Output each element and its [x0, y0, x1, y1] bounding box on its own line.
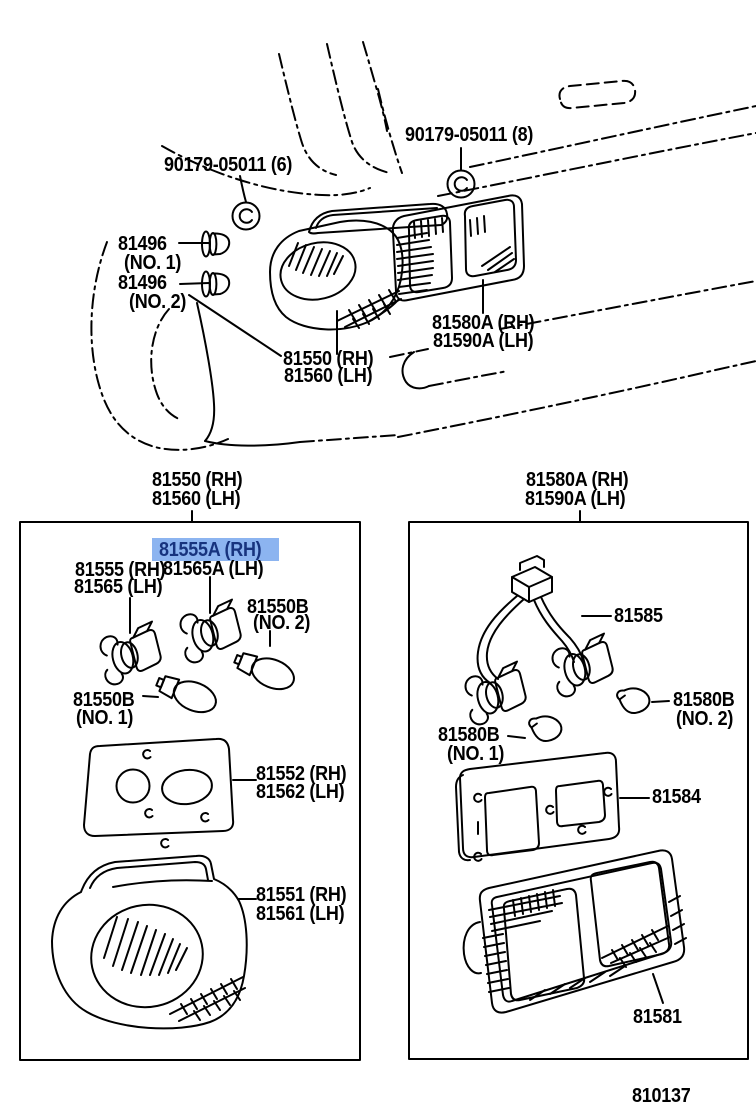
label-81562-lh[interactable]: 81562 (LH) [256, 781, 345, 803]
trunk-corner-line [196, 302, 430, 447]
wire-harness-81585-drawing [459, 555, 618, 728]
label-lamp-left-lh[interactable]: 81560 (LH) [284, 365, 373, 387]
label-screw-left[interactable]: 90179-05011 (6) [164, 154, 293, 176]
label-lamp-left-rh[interactable]: 81550 (RH) [283, 348, 374, 370]
gasket-81552-drawing [83, 737, 235, 849]
bulb-socket-icon [94, 598, 246, 688]
label-81565a-lh[interactable]: 81565A (LH) [163, 558, 264, 580]
bulb-icon [527, 684, 653, 745]
label-81550b-no2-part[interactable]: 81550B [247, 596, 309, 618]
car-body-outline [90, 41, 756, 451]
label-right-box-header-rh[interactable]: 81580A (RH) [526, 469, 629, 491]
label-lamp-right-rh[interactable]: 81580A (RH) [432, 312, 535, 334]
label-clip2-part[interactable]: 81496 [118, 272, 167, 294]
lens-81581-drawing [462, 849, 687, 1014]
label-81561-lh[interactable]: 81561 (LH) [256, 903, 345, 925]
label-81550b-no2-no: (NO. 2) [253, 612, 311, 634]
label-81580b-no1-part[interactable]: 81580B [438, 724, 500, 746]
label-left-box-header-rh[interactable]: 81550 (RH) [152, 469, 243, 491]
label-81581[interactable]: 81581 [633, 1006, 682, 1028]
lens-81551-drawing [51, 854, 248, 1030]
label-81552-rh[interactable]: 81552 (RH) [256, 763, 347, 785]
right-box-leader-lines [507, 615, 670, 1004]
label-screw-right[interactable]: 90179-05011 (8) [405, 124, 534, 146]
top-leader-lines [178, 147, 484, 357]
figure-number: 810137 [632, 1085, 691, 1107]
label-left-box-header-lh[interactable]: 81560 (LH) [152, 488, 241, 510]
label-81550b-no1-no: (NO. 1) [76, 707, 134, 729]
label-81550b-no1-part[interactable]: 81550B [73, 689, 135, 711]
label-81584[interactable]: 81584 [652, 786, 701, 808]
label-81555a-rh[interactable]: 81555A (RH) [159, 539, 262, 561]
tail-lamp-panel-drawing [391, 194, 525, 302]
label-81580b-no1-no: (NO. 1) [447, 743, 505, 765]
label-clip1-part[interactable]: 81496 [118, 233, 167, 255]
label-81580b-no2-no: (NO. 2) [676, 708, 734, 730]
label-right-box-header-lh[interactable]: 81590A (LH) [525, 488, 626, 510]
label-lamp-right-lh[interactable]: 81590A (LH) [433, 330, 534, 352]
label-81585[interactable]: 81585 [614, 605, 663, 627]
wedge-bulb-icon [151, 644, 300, 719]
tail-lamp-lens-drawing [269, 202, 449, 331]
label-81580b-no2-part[interactable]: 81580B [673, 689, 735, 711]
label-81551-rh[interactable]: 81551 (RH) [256, 884, 347, 906]
license-plate-recess [558, 79, 637, 110]
label-81555-rh[interactable]: 81555 (RH) [75, 559, 166, 581]
highlight-81555a[interactable]: 81555A (RH) [152, 538, 279, 561]
label-81565-lh[interactable]: 81565 (LH) [74, 576, 163, 598]
grommet-right-icon [446, 169, 476, 199]
label-clip1-no: (NO. 1) [124, 252, 182, 274]
gasket-81584-drawing [455, 751, 621, 862]
left-parts-box [19, 510, 361, 1061]
label-clip2-no: (NO. 2) [129, 291, 187, 313]
right-parts-box [408, 510, 749, 1060]
grommet-left-icon [231, 201, 261, 231]
left-box-leader-lines [129, 576, 271, 900]
